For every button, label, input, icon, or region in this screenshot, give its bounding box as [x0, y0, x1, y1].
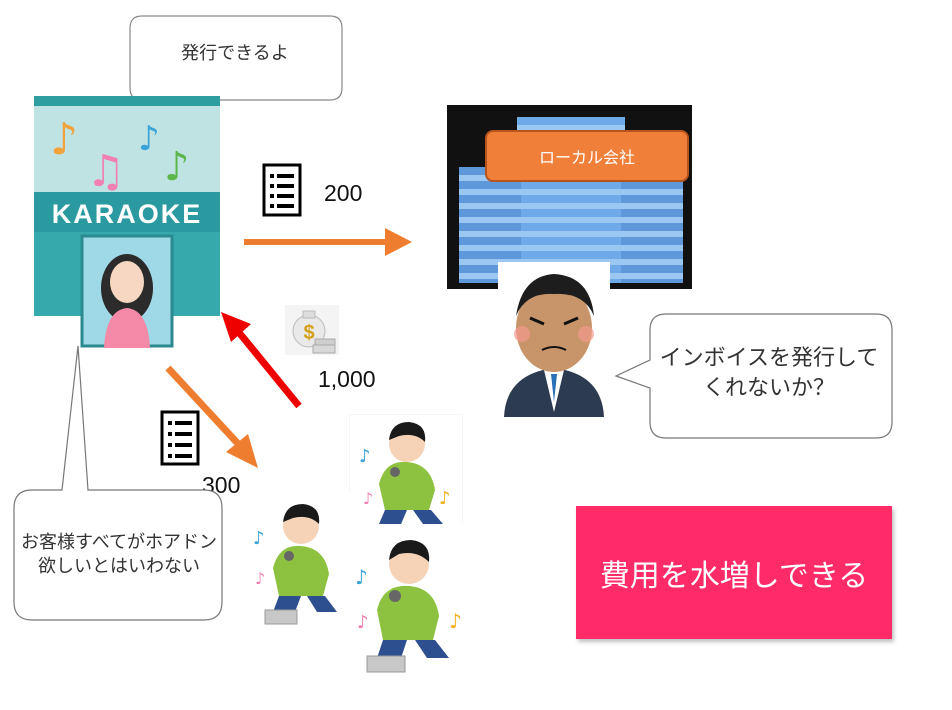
svg-text:♪: ♪ — [164, 144, 190, 190]
svg-text:♪: ♪ — [449, 609, 462, 633]
karaoke-sign: KARAOKE — [51, 199, 203, 229]
svg-text:♪: ♪ — [357, 612, 369, 633]
svg-text:♪: ♪ — [50, 114, 78, 165]
invoice-icon — [160, 410, 200, 466]
amount-from-customers: 1,000 — [318, 366, 376, 392]
orange-arrow-to-company — [244, 228, 412, 256]
customers-bubble-text: お客様すべてがホアドン欲しいとはいわない — [20, 531, 218, 577]
svg-text:♫: ♫ — [86, 146, 125, 197]
karaoke-shop-illustration: ♪ ♪ ♫ ♪ — [34, 96, 220, 348]
svg-text:♪: ♪ — [439, 488, 451, 509]
svg-text:♪: ♪ — [253, 528, 265, 549]
inflate-costs-callout: 費用を水増しできる — [576, 506, 892, 639]
money-symbol: $ — [303, 322, 314, 344]
svg-text:♪: ♪ — [138, 119, 160, 159]
money-bag-icon: $ — [285, 305, 339, 355]
company-label: ローカル会社 — [538, 148, 635, 167]
svg-text:♪: ♪ — [363, 489, 373, 508]
amount-to-company: 200 — [324, 180, 363, 206]
orange-arrow-to-customers — [165, 365, 258, 468]
karaoke-bubble-text: 発行できるよ — [181, 42, 289, 64]
company-label-box: ローカル会社 — [485, 130, 689, 182]
singing-customer-illustration: ♪ ♪ ♪ — [349, 414, 463, 526]
svg-text:♪: ♪ — [255, 569, 265, 588]
invoice-icon — [262, 163, 302, 217]
singing-customer-illustration: ♪ ♪ ♪ — [343, 524, 473, 680]
boss-bubble-text: インボイスを発行してくれないか？ — [659, 346, 879, 401]
svg-text:♪: ♪ — [359, 446, 371, 467]
svg-text:♪: ♪ — [355, 565, 368, 589]
singing-customer-illustration: ♪ ♪ — [243, 492, 357, 630]
boss-speech-bubble — [614, 313, 893, 439]
customers-speech-bubble — [13, 345, 223, 621]
businessman-illustration — [498, 262, 610, 417]
red-arrow-payment — [221, 312, 302, 409]
